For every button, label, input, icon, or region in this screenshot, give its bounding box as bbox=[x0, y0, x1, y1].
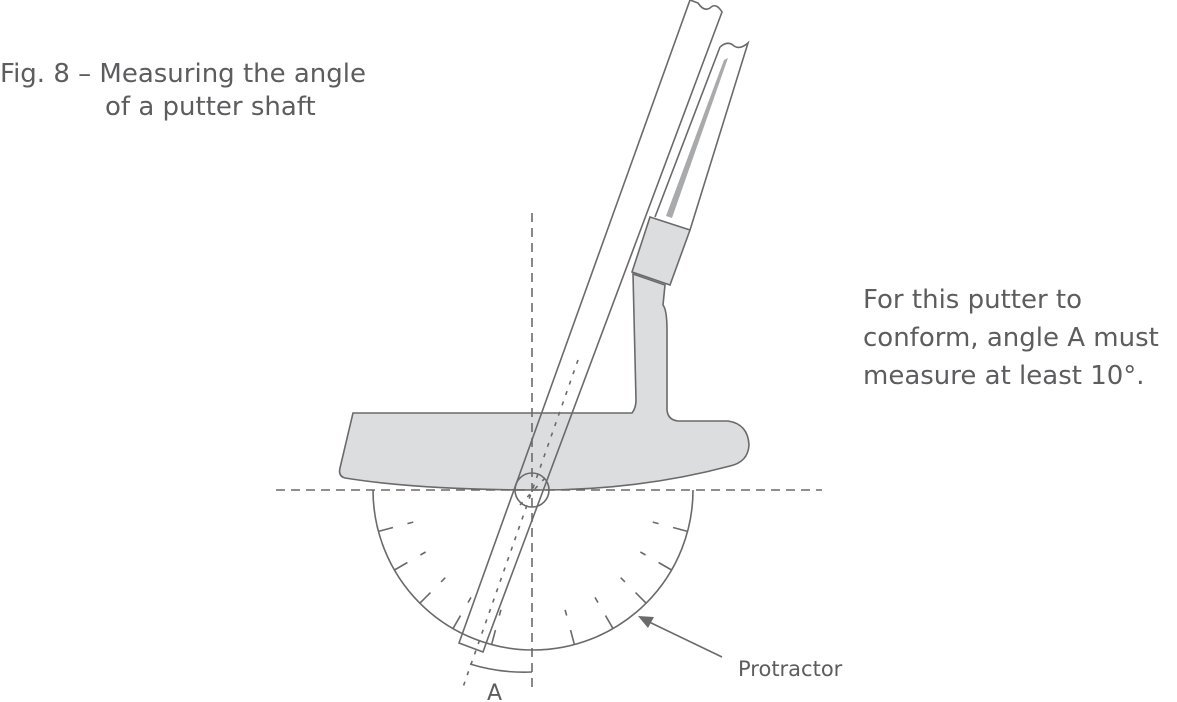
protractor-tick bbox=[564, 609, 568, 616]
protractor-tick bbox=[419, 591, 432, 604]
protractor-tick bbox=[394, 561, 408, 571]
protractor-tick bbox=[378, 526, 394, 533]
protractor-tick bbox=[652, 521, 659, 525]
protractor-tick bbox=[620, 577, 626, 583]
ferrule bbox=[630, 215, 692, 287]
protractor-tick bbox=[490, 629, 497, 645]
protractor-tick bbox=[658, 561, 672, 571]
pivot-circle bbox=[514, 472, 550, 508]
putter-shaft bbox=[630, 40, 750, 287]
putter-head bbox=[338, 272, 750, 491]
note-line-2: conform, angle A must bbox=[863, 323, 1159, 353]
angle-a-arc bbox=[469, 663, 533, 673]
measuring-bar bbox=[457, 0, 723, 691]
protractor-tick bbox=[440, 577, 446, 583]
protractor-tick bbox=[569, 629, 576, 645]
protractor-tick bbox=[420, 551, 427, 556]
protractor-tick bbox=[498, 609, 502, 616]
note-line-1: For this putter to bbox=[863, 285, 1082, 315]
protractor-pointer-arrow bbox=[638, 616, 723, 658]
protractor-tick bbox=[672, 526, 688, 533]
protractor-tick bbox=[407, 521, 414, 525]
note-line-3: measure at least 10°. bbox=[863, 361, 1145, 391]
figure-caption-line2: of a putter shaft bbox=[105, 92, 316, 122]
protractor-tick bbox=[634, 591, 647, 604]
protractor-tick bbox=[604, 615, 614, 629]
bar-centerline bbox=[461, 359, 579, 691]
protractor-tick bbox=[639, 551, 646, 556]
protractor-tick bbox=[467, 596, 472, 603]
figure-caption-line1: Fig. 8 – Measuring the angle bbox=[0, 59, 366, 89]
protractor-tick bbox=[594, 596, 599, 603]
protractor bbox=[372, 489, 694, 651]
protractor-label: Protractor bbox=[738, 657, 843, 681]
angle-label: A bbox=[487, 681, 502, 702]
protractor-tick bbox=[452, 615, 462, 629]
